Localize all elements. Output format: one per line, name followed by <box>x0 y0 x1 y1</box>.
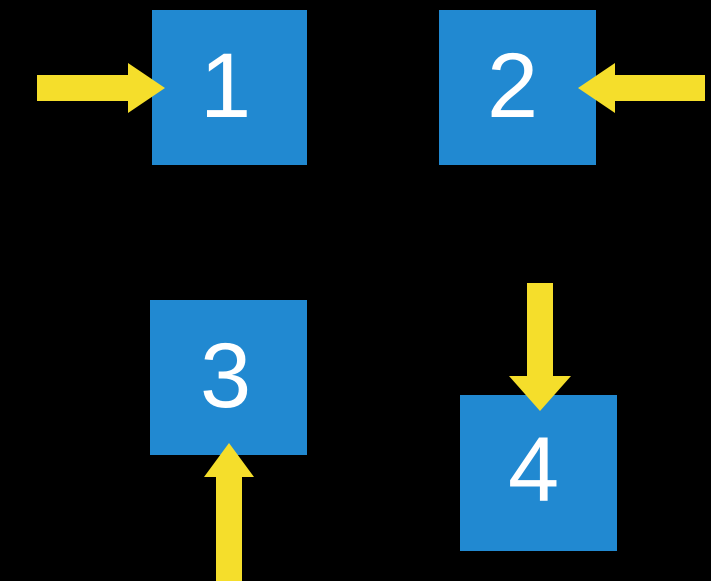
node-box-1[interactable] <box>152 10 307 165</box>
arrow-up-shape <box>204 443 254 581</box>
node-label-1: 1 <box>200 35 252 137</box>
node-box-4[interactable] <box>460 395 617 551</box>
node-label-4: 4 <box>508 419 560 521</box>
arrow-right-shape <box>37 63 165 113</box>
arrow-down-icon <box>509 283 571 411</box>
node-box-3[interactable] <box>150 300 307 455</box>
arrow-left-shape <box>578 63 705 113</box>
node-label-2: 2 <box>487 35 539 137</box>
arrow-down-shape <box>509 283 571 411</box>
node-label-3: 3 <box>200 325 252 427</box>
node-box-2[interactable] <box>439 10 596 165</box>
arrow-up-icon <box>204 443 254 581</box>
arrow-left-icon <box>578 63 705 113</box>
arrow-right-icon <box>37 63 165 113</box>
